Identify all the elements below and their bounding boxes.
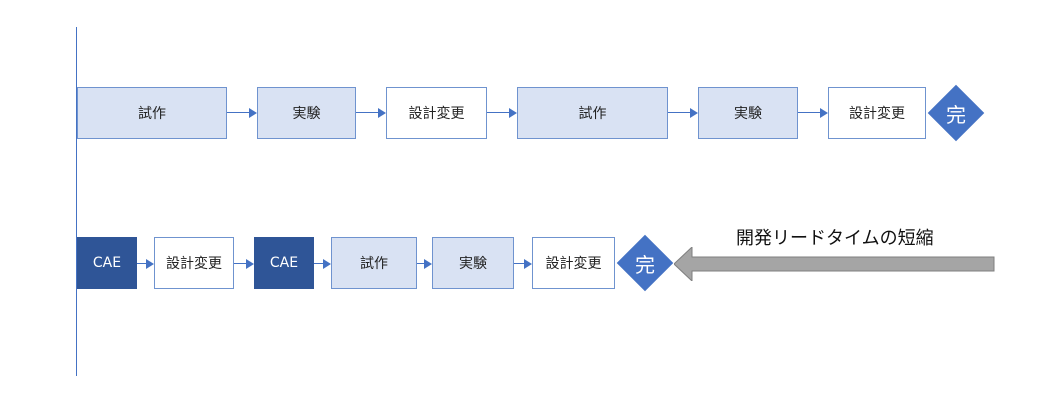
lead-time-caption: 開発リードタイムの短縮 — [736, 228, 934, 249]
complete-label-row2: 完 — [635, 252, 655, 277]
timeline-axis-line — [76, 27, 77, 376]
arrow-2-5 — [514, 259, 532, 269]
arrow-2-3 — [314, 259, 331, 269]
arrow-1-3 — [487, 108, 517, 118]
step-prototype-2: 試作 — [517, 87, 668, 139]
arrow-2-2 — [234, 259, 254, 269]
arrow-2-1 — [137, 259, 154, 269]
step-experiment-1: 実験 — [257, 87, 356, 139]
step-prototype-3: 試作 — [331, 237, 417, 289]
arrow-1-2 — [356, 108, 386, 118]
arrow-1-1 — [227, 108, 257, 118]
step-design-change-4: 設計変更 — [532, 237, 615, 289]
step-design-change-3: 設計変更 — [154, 237, 234, 289]
step-design-change-2: 設計変更 — [828, 87, 926, 139]
step-design-change-1: 設計変更 — [386, 87, 487, 139]
complete-diamond-row2: 完 — [616, 234, 674, 292]
arrow-1-4 — [668, 108, 698, 118]
step-experiment-2: 実験 — [698, 87, 798, 139]
step-prototype-1: 試作 — [77, 87, 227, 139]
complete-label-row1: 完 — [946, 102, 966, 127]
step-cae-1: CAE — [77, 237, 137, 289]
complete-diamond-row1: 完 — [927, 84, 985, 142]
step-experiment-3: 実験 — [432, 237, 514, 289]
step-cae-2: CAE — [254, 237, 314, 289]
arrow-2-4 — [417, 259, 432, 269]
lead-time-arrow — [674, 247, 995, 281]
arrow-1-5 — [798, 108, 828, 118]
